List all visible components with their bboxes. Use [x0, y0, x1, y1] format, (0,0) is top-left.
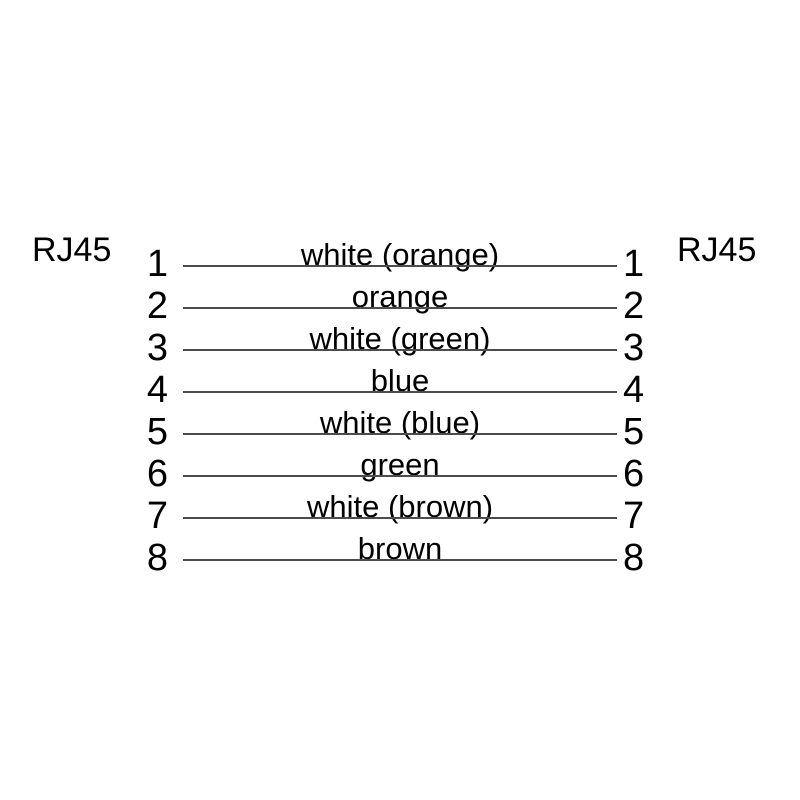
left-pin-number: 6: [146, 453, 168, 495]
wire-line: [183, 475, 617, 477]
right-pin-number: 5: [623, 411, 645, 453]
right-connector-label: RJ45: [677, 231, 757, 269]
wire-line: [183, 517, 617, 519]
wire-color-label: white (green): [309, 321, 491, 356]
wire-color-label: blue: [370, 363, 430, 398]
left-pin-number: 5: [146, 411, 168, 453]
left-pin-number: 4: [146, 369, 168, 411]
left-pin-number: 7: [146, 495, 168, 537]
right-pin-number: 1: [623, 243, 645, 285]
wire-line: [183, 391, 617, 393]
wire-color-label: brown: [357, 531, 443, 566]
wire-line: [183, 307, 617, 309]
wire-line: [183, 433, 617, 435]
left-pin-number: 3: [146, 327, 168, 369]
left-pin-number: 1: [146, 243, 168, 285]
right-pin-number: 8: [623, 537, 645, 579]
left-connector-label: RJ45: [32, 231, 112, 269]
wire-color-label: white (blue): [319, 405, 481, 440]
wire-line: [183, 559, 617, 561]
right-pin-number: 7: [623, 495, 645, 537]
right-pin-number: 2: [623, 285, 645, 327]
right-pin-number: 6: [623, 453, 645, 495]
wire-color-label: green: [360, 447, 440, 482]
wire-color-label: white (brown): [306, 489, 494, 524]
wire-color-label: white (orange): [300, 237, 500, 272]
left-pin-number: 2: [146, 285, 168, 327]
right-pin-number: 4: [623, 369, 645, 411]
wire-line: [183, 349, 617, 351]
right-pin-number: 3: [623, 327, 645, 369]
wire-line: [183, 265, 617, 267]
left-pin-number: 8: [146, 537, 168, 579]
wire-color-label: orange: [351, 279, 449, 314]
